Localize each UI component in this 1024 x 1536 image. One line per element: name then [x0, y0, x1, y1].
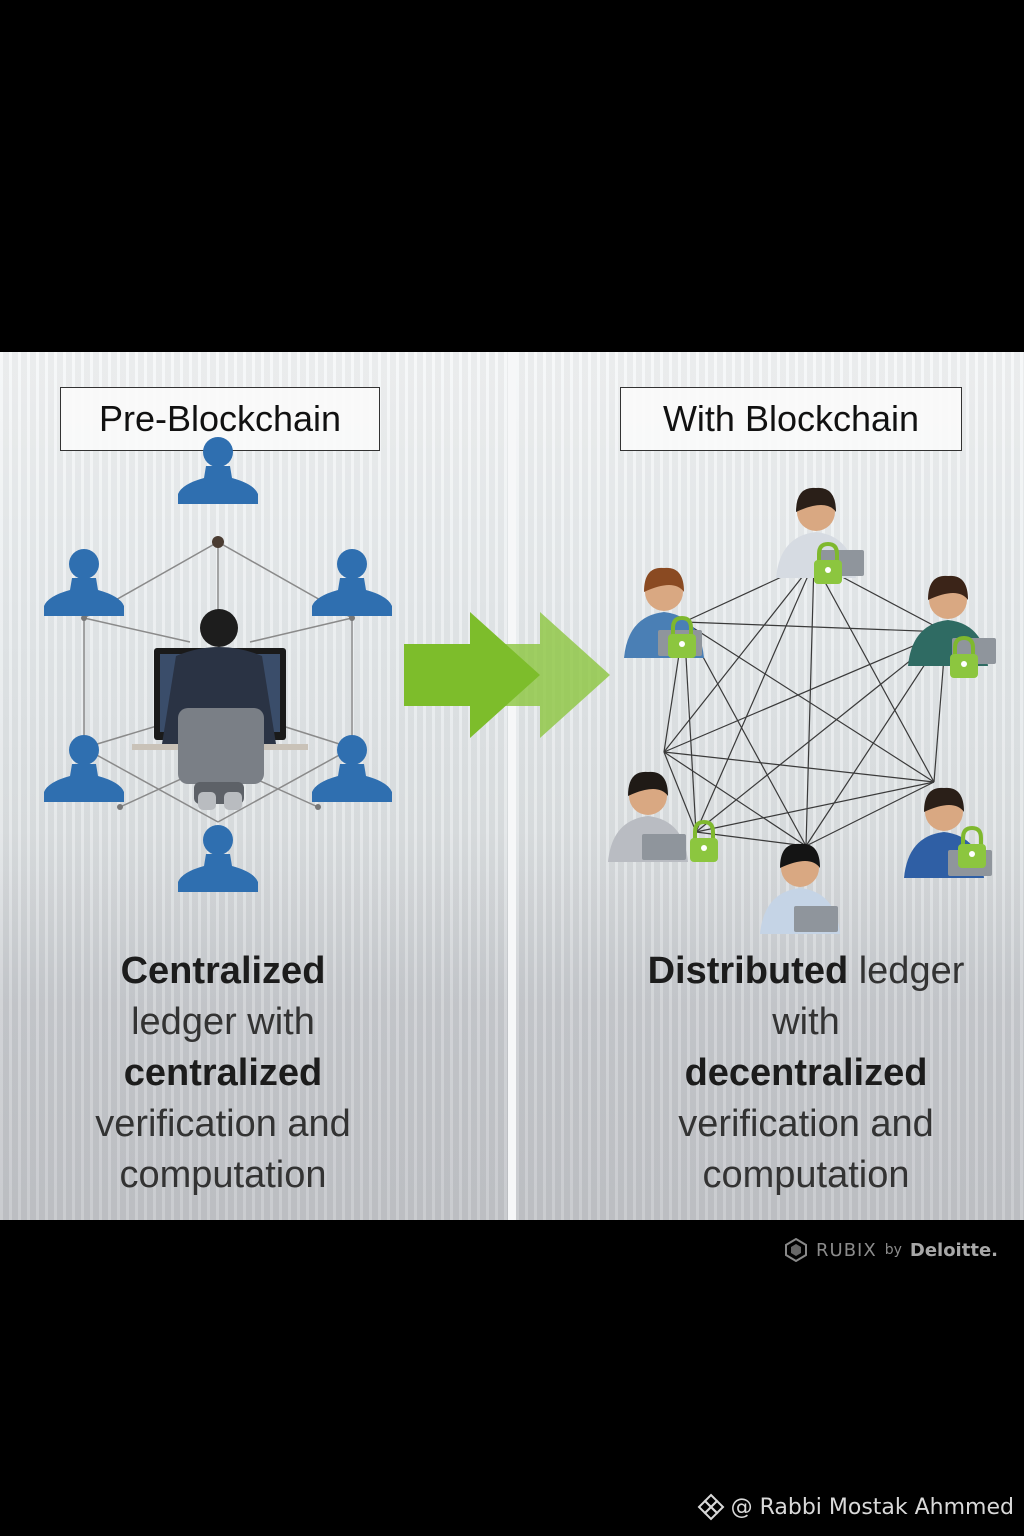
user-icon-left-lower [44, 735, 124, 802]
caption-line: Centralized [120, 950, 326, 992]
padlock-icon [690, 819, 718, 862]
user-icon-right-lower [312, 735, 392, 802]
author-watermark: @ Rabbi Mostak Ahmmed [697, 1493, 1014, 1521]
caption-line: computation [119, 1154, 327, 1196]
caption-line: centralized [123, 1052, 323, 1094]
brand-name: RUBIX [816, 1239, 877, 1261]
caption-line: verification and [95, 1103, 351, 1145]
user-icon-right-upper [312, 549, 392, 616]
user-icon-group [44, 437, 392, 892]
diamond-logo-icon [697, 1493, 724, 1521]
rubix-logo-icon [785, 1238, 808, 1262]
padlock-icon [958, 825, 986, 868]
peer-node [760, 843, 840, 934]
caption-line: verification and [678, 1103, 934, 1145]
padlock-icon [814, 541, 842, 584]
pre-blockchain-caption: Centralized ledger with centralized veri… [0, 946, 446, 1201]
padlock-icon [950, 635, 978, 678]
pre-blockchain-panel: Pre-Blockchain [0, 352, 508, 1220]
user-icon-bottom [178, 825, 258, 892]
with-blockchain-caption: Distributed ledger with decentralized ve… [516, 946, 1024, 1201]
padlock-icon [668, 615, 696, 658]
caption-line: with [772, 1001, 840, 1043]
caption-line: Distributed ledger [647, 950, 965, 992]
central-operator [132, 609, 308, 810]
with-blockchain-panel: With Blockchain Distributed ledger with … [516, 352, 1024, 1220]
centralized-network-diagram [44, 437, 392, 892]
caption-line: ledger with [131, 1001, 315, 1043]
panel-divider [508, 352, 516, 1220]
user-icon-top [178, 437, 258, 504]
caption-line: decentralized [684, 1052, 928, 1094]
caption-line: computation [702, 1154, 910, 1196]
watermark-text: @ Rabbi Mostak Ahmmed [730, 1494, 1014, 1520]
peer-node [608, 771, 688, 862]
double-right-arrow-icon [404, 612, 610, 738]
with-blockchain-title: With Blockchain [620, 387, 962, 451]
rubix-brand: RUBIX by Deloitte. [784, 1238, 998, 1262]
peer-node [908, 575, 996, 666]
brand-by: by [884, 1242, 902, 1258]
decentralized-network-diagram [608, 487, 996, 934]
brand-company: Deloitte. [909, 1239, 998, 1261]
user-icon-left-upper [44, 549, 124, 616]
